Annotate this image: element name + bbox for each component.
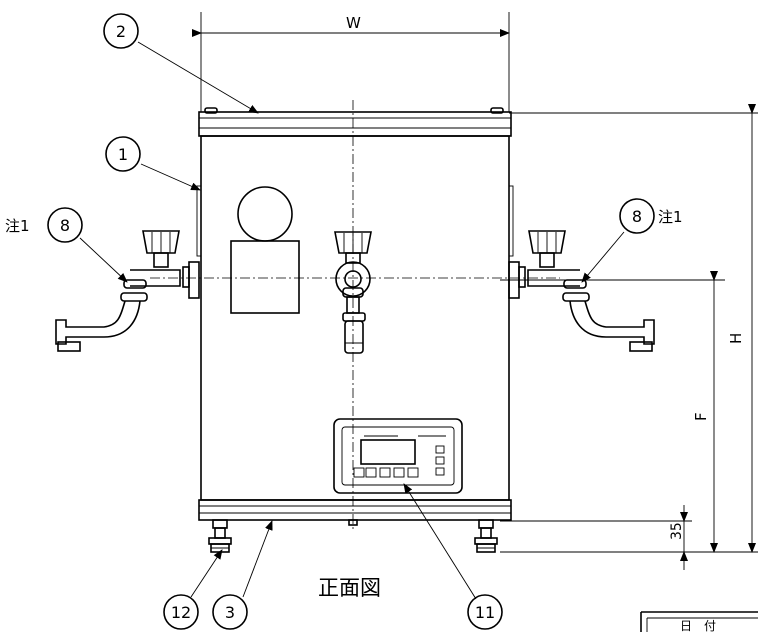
view-title: 正面図	[318, 576, 381, 600]
control-panel	[333, 418, 463, 494]
callout-11: 11	[467, 594, 503, 630]
level-gauge	[230, 186, 300, 314]
right-side-faucet	[508, 230, 655, 352]
callout-12: 12	[163, 594, 199, 630]
width-dim-label: W	[346, 14, 361, 32]
leader-lines	[79, 41, 625, 600]
left-side-faucet	[55, 230, 200, 352]
height-dimension: H	[500, 104, 758, 553]
callout-2: 2	[103, 13, 139, 49]
left-foot	[208, 519, 232, 553]
right-foot	[474, 519, 498, 553]
svg-text:11: 11	[475, 603, 495, 622]
tank-body	[196, 135, 514, 501]
width-dimension: W	[192, 12, 510, 112]
title-block-date-label: 日 付	[680, 619, 716, 632]
foot-height-dim-label: 35	[669, 522, 685, 540]
title-block: 日 付	[640, 611, 758, 632]
callout-8-right-note: 注1	[658, 208, 683, 226]
center-faucet	[334, 231, 372, 354]
svg-text:1: 1	[118, 145, 128, 164]
top-lid	[198, 107, 512, 137]
callout-3: 3	[212, 594, 248, 630]
callout-1: 1	[105, 136, 141, 172]
foot-height-dimension: 35	[500, 505, 692, 570]
svg-text:8: 8	[60, 216, 70, 235]
faucet-height-dimension: F	[500, 271, 725, 553]
bottom-band	[198, 499, 512, 526]
svg-text:8: 8	[632, 207, 642, 226]
height-dim-label: H	[727, 333, 745, 344]
callout-8-left: 注1 8	[5, 207, 83, 243]
svg-text:2: 2	[116, 22, 126, 41]
svg-text:3: 3	[225, 603, 235, 622]
callout-8-left-note: 注1	[5, 217, 30, 235]
svg-text:12: 12	[171, 603, 191, 622]
faucet-height-dim-label: F	[692, 412, 710, 421]
callout-8-right: 8 注1	[619, 198, 683, 234]
